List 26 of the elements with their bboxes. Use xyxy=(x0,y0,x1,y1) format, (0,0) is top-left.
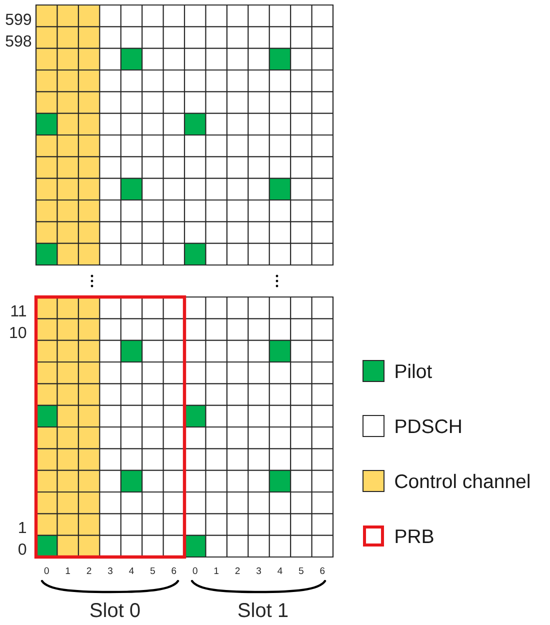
slot-label: Slot 1 xyxy=(238,602,288,618)
row-number: 598 xyxy=(6,35,32,47)
column-number: 6 xyxy=(320,567,325,574)
column-number: 1 xyxy=(66,567,70,574)
column-number: 5 xyxy=(298,567,304,574)
column-number: 0 xyxy=(44,567,49,574)
column-number: 4 xyxy=(278,567,282,574)
column-number: 5 xyxy=(150,567,155,574)
column-number: 2 xyxy=(235,567,240,574)
legend-label: Pilot xyxy=(396,364,432,378)
row-number: 11 xyxy=(11,305,26,316)
row-number: 10 xyxy=(10,326,26,338)
column-number: 0 xyxy=(192,567,198,574)
row-number: 1 xyxy=(19,522,26,533)
column-number: 1 xyxy=(214,567,218,574)
column-number: 4 xyxy=(129,567,134,574)
row-number: 599 xyxy=(6,14,32,25)
column-number: 3 xyxy=(108,567,112,574)
row-number: 0 xyxy=(18,544,26,555)
legend-label: PDSCH xyxy=(396,419,461,434)
legend-label: Control channel xyxy=(395,474,530,488)
slot-label: Slot 0 xyxy=(90,602,140,618)
column-number: 2 xyxy=(86,567,92,574)
column-number: 3 xyxy=(256,567,261,574)
legend-label: PRB xyxy=(396,530,434,543)
column-number: 6 xyxy=(172,567,176,574)
